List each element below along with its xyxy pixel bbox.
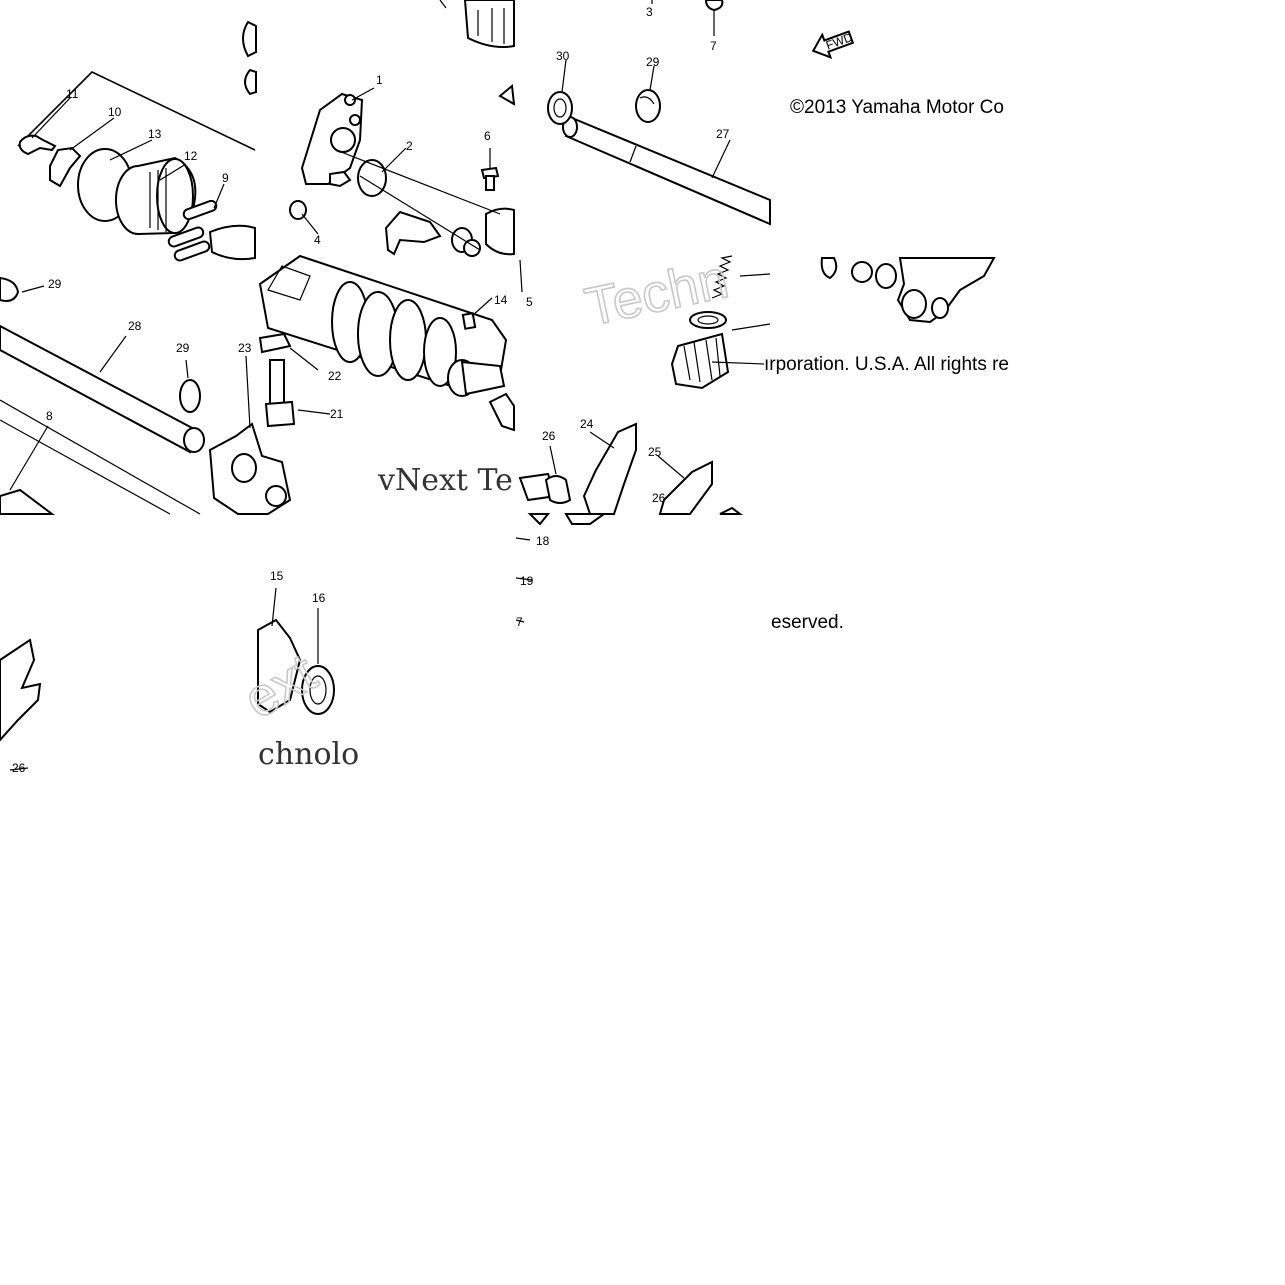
bolt-11 [18,134,57,156]
callout-29b: 29 [48,277,62,291]
bolt-and-arm [208,332,331,515]
callout-22: 22 [328,369,342,383]
part-top-a [242,20,257,58]
callout-5: 5 [526,295,533,309]
callout-14: 14 [494,293,508,307]
callout-26c: 26 [12,761,26,775]
callout-6: 6 [484,129,491,143]
spring-and-plug [670,255,771,390]
bearing-12 [115,156,197,235]
shaft-group-27 [547,0,771,226]
callout-4: 4 [314,233,321,247]
callout-11: 11 [66,87,79,101]
callout-2: 2 [406,139,413,153]
bearing-group [17,20,257,262]
callout-29c: 29 [176,341,190,355]
callout-3: 3 [646,5,653,19]
callout-16: 16 [312,591,326,605]
fwd-arrow-icon: FWD [811,30,855,60]
watermark-fragment-4: ext [234,642,326,730]
callout-12: 12 [184,149,198,163]
part-7-top [704,0,724,12]
callout-24: 24 [580,417,594,431]
part-5 [485,207,515,256]
callout-7: 7 [710,39,717,53]
callout-19: 19 [520,574,534,588]
ring-2 [357,159,387,197]
fork-25 [658,460,713,515]
copyright-segment-3: eserved. [771,612,844,633]
spring [711,255,733,299]
watermark-fragment-3: chnolo [258,737,359,772]
callout-7b: 7 [516,615,523,629]
pin-14 [461,312,477,330]
callout-labels: 1 2 3 4 5 6 7 7 8 9 10 11 12 13 14 15 16… [12,5,730,775]
part-top-b [244,68,257,96]
callout-27: 27 [716,127,730,141]
plug [670,332,730,390]
pin-9b [167,226,205,248]
circlip-29b [179,379,201,413]
copyright-segment-2: ırporation. U.S.A. All rights re [764,354,1009,375]
callout-26b: 26 [652,491,666,505]
ring-22 [258,332,292,354]
fork-15 [257,618,302,714]
circlip-29c [0,276,20,302]
fork-lower-left [0,638,42,742]
callout-25: 25 [648,445,662,459]
stopper-7 [384,210,442,256]
callout-18: 18 [536,534,550,548]
fork-fragments-right [820,257,996,324]
shift-forks [515,422,743,623]
callout-21: 21 [330,407,344,421]
callout-26a: 26 [542,429,556,443]
callout-13: 13 [148,127,162,141]
circlip-16 [301,665,335,715]
bolt-21 [269,359,285,405]
drum-end [208,224,256,261]
callout-30: 30 [556,49,570,63]
shaft-28 [0,324,198,454]
callout-9: 9 [222,171,229,185]
copyright-segment-1: ©2013 Yamaha Motor Co [790,97,1004,118]
fork-24 [582,422,637,515]
circlip-30 [547,91,573,125]
fork-fragments-bottom [0,587,335,771]
shaft-27 [564,116,771,226]
callout-23: 23 [238,341,252,355]
pin-9c [173,240,211,262]
callout-15: 15 [270,569,284,583]
cam-10 [49,146,82,188]
watermark-fragment-2: vNext Te [377,463,513,498]
callout-1: 1 [376,73,383,87]
shift-drum [258,254,515,432]
bracket-line [17,71,256,151]
washer [689,311,727,329]
callout-8: 8 [46,409,53,423]
part-3-drum [463,0,515,48]
stopper-group [289,0,523,293]
circlip-29a [635,89,661,123]
callout-10: 10 [108,105,122,119]
shaft-group-28 [0,276,205,515]
callout-29a: 29 [646,55,660,69]
fwd-label: FWD [824,30,855,53]
callout-28: 28 [128,319,142,333]
